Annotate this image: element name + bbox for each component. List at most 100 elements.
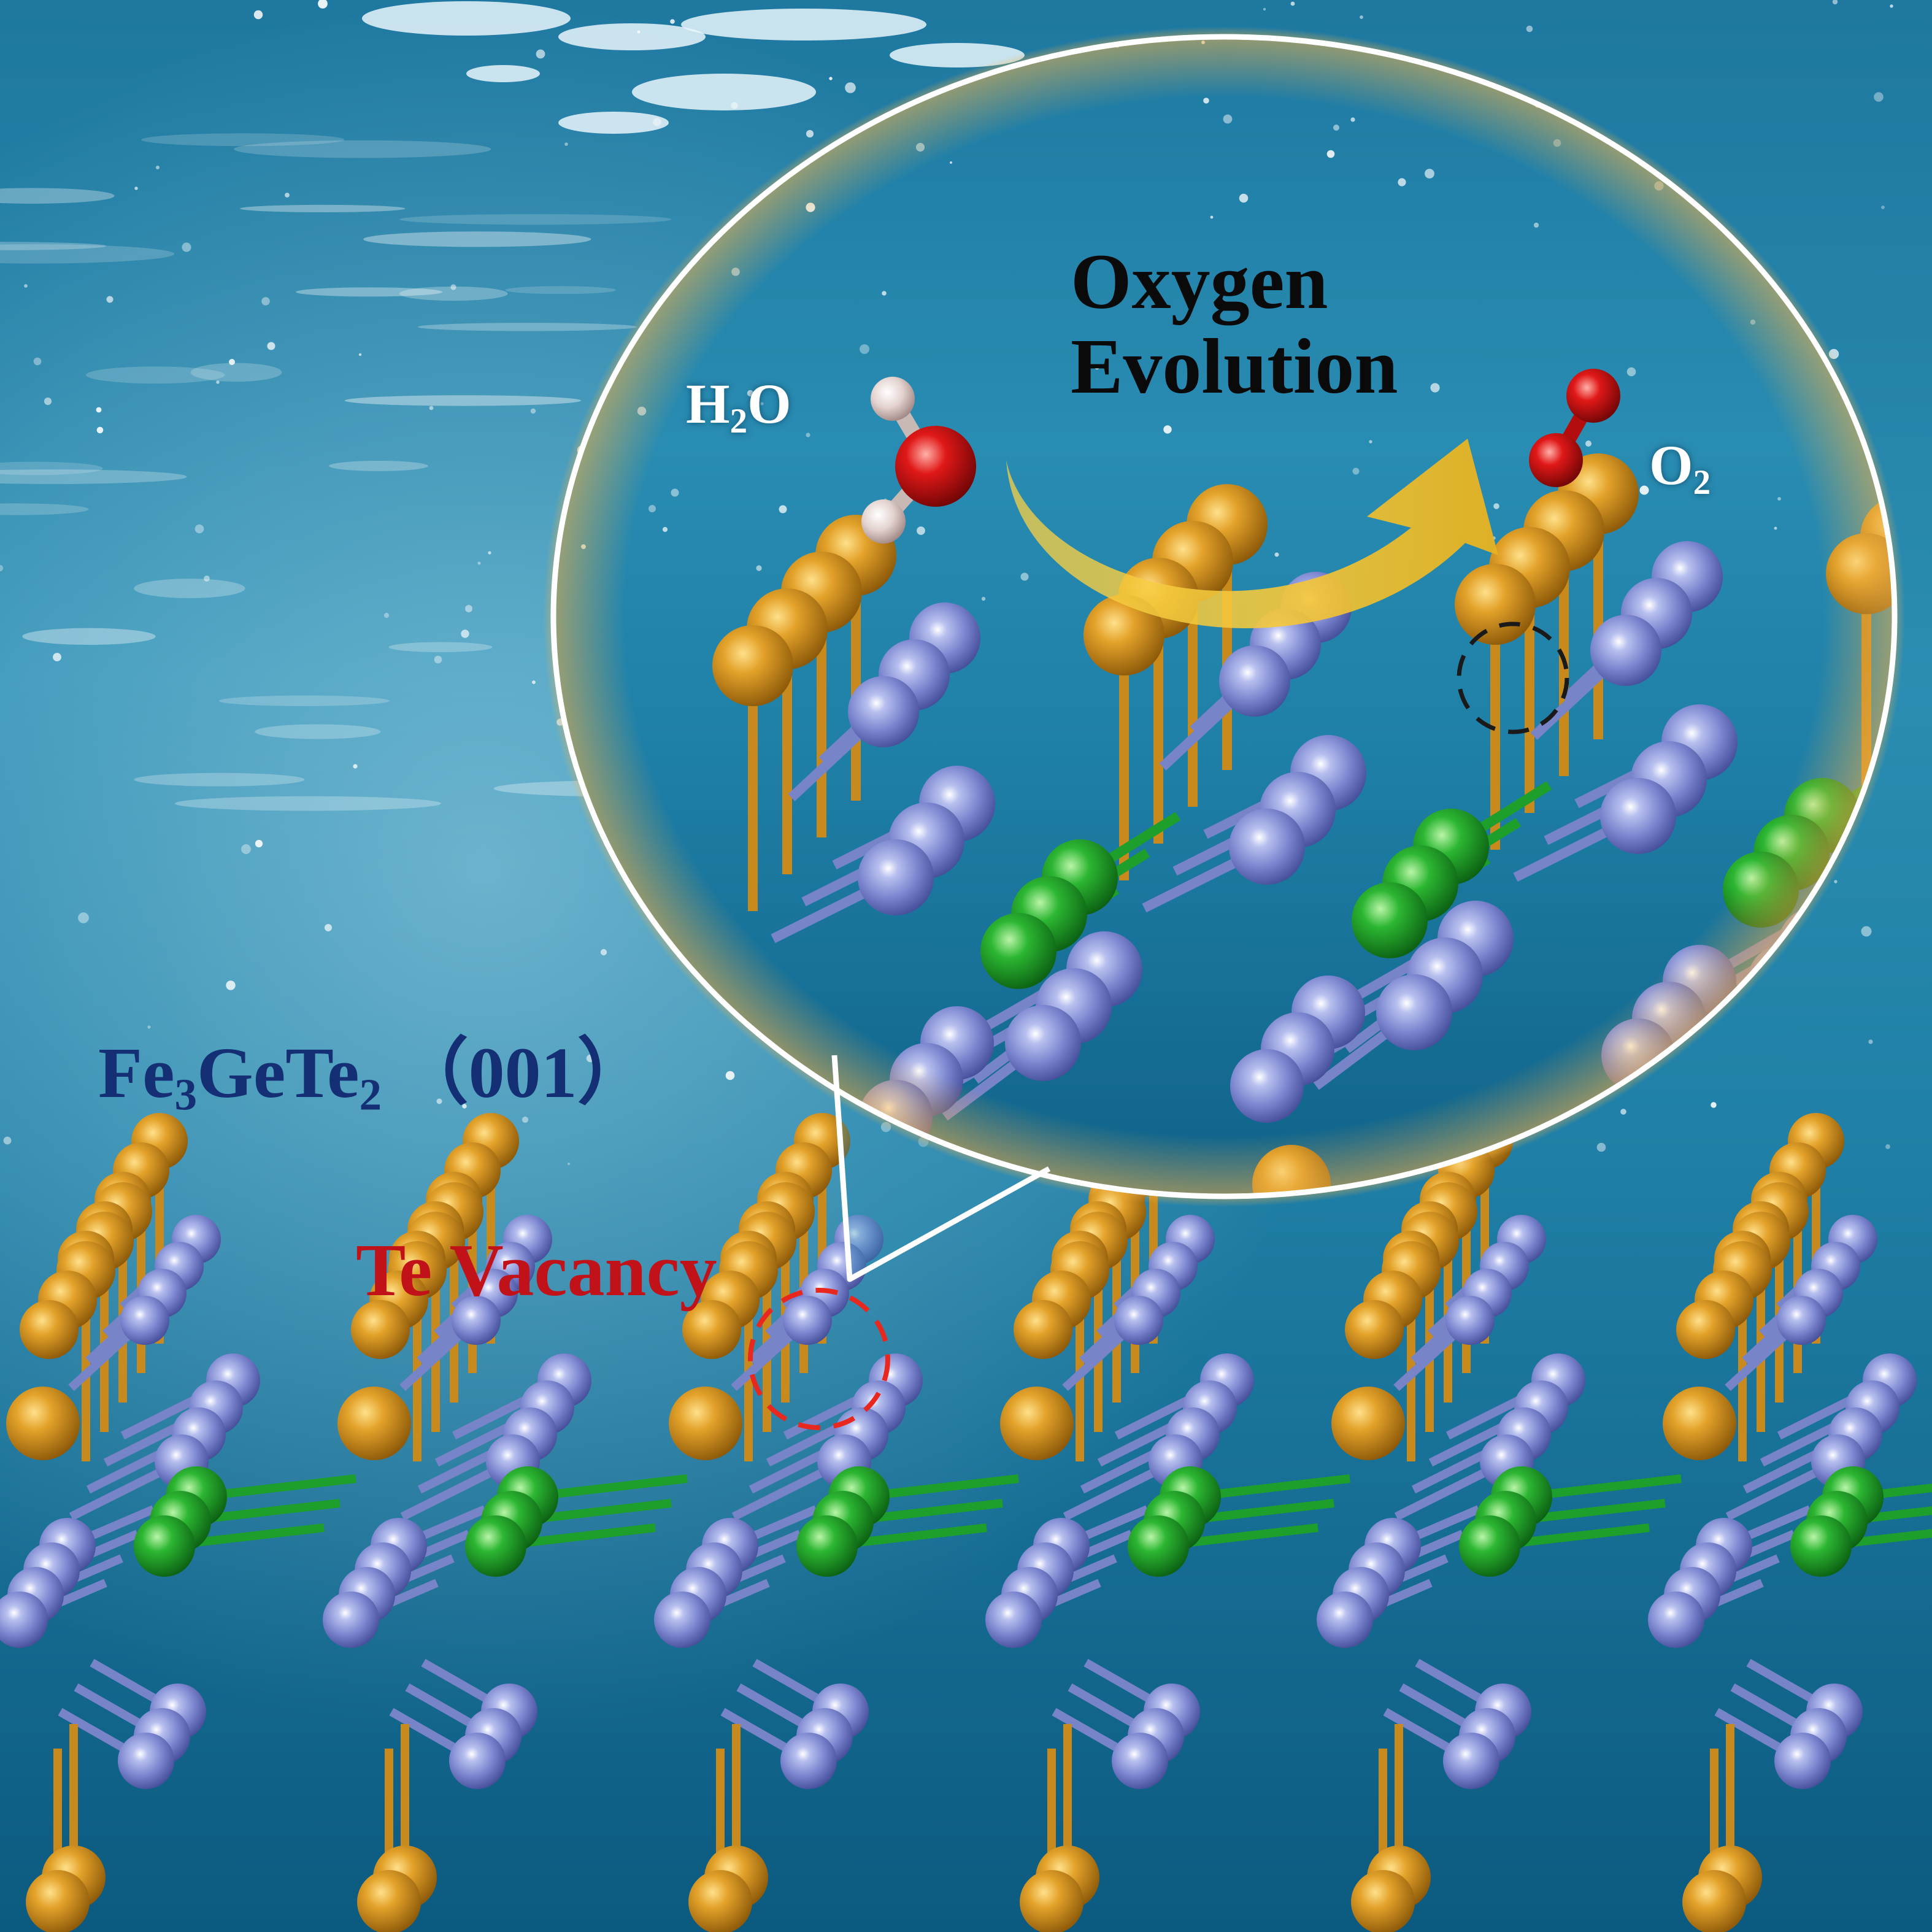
ripple-streak — [505, 286, 616, 294]
te-atom — [1331, 1387, 1405, 1460]
inset-outline — [550, 34, 1898, 1199]
te-atom — [337, 1387, 411, 1460]
bubble — [1861, 926, 1872, 937]
ge-atom — [1128, 1515, 1189, 1577]
bubble — [253, 10, 263, 20]
bubble — [567, 1162, 571, 1166]
bubble — [1526, 25, 1533, 33]
ripple-streak — [134, 579, 245, 598]
fe-atom — [1317, 1591, 1373, 1648]
oxygen-atom — [895, 426, 976, 507]
water-molecule — [861, 377, 976, 544]
ripple-highlight — [362, 1, 571, 36]
te-atom — [669, 1387, 742, 1460]
bubble — [637, 30, 641, 34]
callout-pointer-outline — [831, 1055, 1051, 1282]
bubble — [1881, 206, 1885, 209]
oxygen-evolution-line1: Oxygen — [1071, 238, 1328, 325]
te-atom — [1663, 1387, 1736, 1460]
bubble — [465, 605, 472, 612]
ripple-streak — [141, 133, 345, 147]
ripple-streak — [255, 724, 381, 739]
bubble — [488, 551, 491, 555]
ripple-streak — [0, 503, 89, 515]
fe-atom — [1777, 1296, 1826, 1345]
bubble — [1711, 1102, 1717, 1108]
fe-atom — [1648, 1591, 1704, 1648]
bubble — [241, 844, 251, 854]
bubble — [1890, 4, 1893, 8]
fe-atom — [1445, 1296, 1495, 1345]
te-vacancy-label: Te Vacancy — [356, 1229, 717, 1312]
bubble — [255, 839, 263, 848]
bubble — [462, 1104, 467, 1109]
bubble — [3, 1136, 12, 1145]
ripple-streak — [86, 366, 225, 384]
bubble — [267, 342, 275, 350]
ripple-streak — [0, 244, 175, 264]
fe-atom — [654, 1591, 710, 1648]
fe-atom — [780, 1733, 837, 1789]
bubble — [731, 102, 738, 109]
oxygen-evolution-line2: Evolution — [1071, 323, 1398, 410]
bubble — [845, 82, 856, 93]
bubble — [461, 629, 469, 638]
ripple-streak — [218, 695, 390, 706]
ripple-streak — [22, 628, 156, 645]
bubble — [1868, 1039, 1873, 1044]
bubble — [106, 296, 114, 303]
fe-atom — [985, 1591, 1042, 1648]
ge-atom — [465, 1515, 526, 1577]
fe3gete2-slab — [0, 1113, 1932, 1932]
ripple-streak — [296, 287, 443, 297]
bubble — [1874, 92, 1884, 102]
bubble — [353, 764, 358, 769]
bubble — [78, 912, 89, 923]
te-atom — [1682, 1870, 1746, 1932]
fe-atom — [0, 1591, 48, 1648]
te-atom — [1676, 1300, 1735, 1359]
bubble — [226, 980, 236, 990]
te-atom — [688, 1870, 752, 1932]
bubble — [1832, 0, 1838, 5]
fe-atom — [323, 1591, 379, 1648]
ripple-streak — [0, 461, 103, 475]
ripple-streak — [0, 242, 107, 250]
te-atom — [357, 1870, 421, 1932]
ripple-highlight — [466, 65, 540, 82]
bubble — [477, 561, 481, 565]
oxygen-atom — [1566, 369, 1620, 423]
bubble — [1360, 15, 1363, 19]
bubble — [134, 187, 138, 190]
te-atom — [682, 1300, 741, 1359]
bubble — [586, 1054, 595, 1063]
bubble — [194, 524, 204, 534]
ge-atom — [796, 1515, 858, 1577]
bubble — [96, 407, 102, 413]
reaction-arrow — [1006, 439, 1498, 629]
bubble — [1834, 880, 1838, 883]
fe-atom — [1443, 1733, 1499, 1789]
te-atom — [1014, 1300, 1072, 1359]
bubble — [204, 575, 210, 582]
fe-atom — [1774, 1733, 1831, 1789]
ripple-streak — [363, 231, 591, 247]
fe-atom — [452, 1296, 501, 1345]
bubble — [24, 284, 28, 288]
bubble — [450, 284, 456, 290]
material-label: Fe3GeTe2 （001） — [98, 1033, 650, 1120]
fe-atom — [120, 1296, 169, 1345]
bubble — [0, 564, 4, 572]
bubble — [429, 406, 434, 410]
bubble — [725, 1071, 735, 1080]
fe-atom — [449, 1733, 506, 1789]
bubble — [1263, 7, 1266, 11]
te-atom — [6, 1387, 80, 1460]
bubble — [528, 1080, 537, 1089]
bubble — [44, 397, 52, 406]
water-surface-ripples — [0, 1, 1025, 811]
ge-atom — [134, 1515, 195, 1577]
bubble — [1290, 1, 1295, 6]
bubble — [33, 357, 42, 366]
